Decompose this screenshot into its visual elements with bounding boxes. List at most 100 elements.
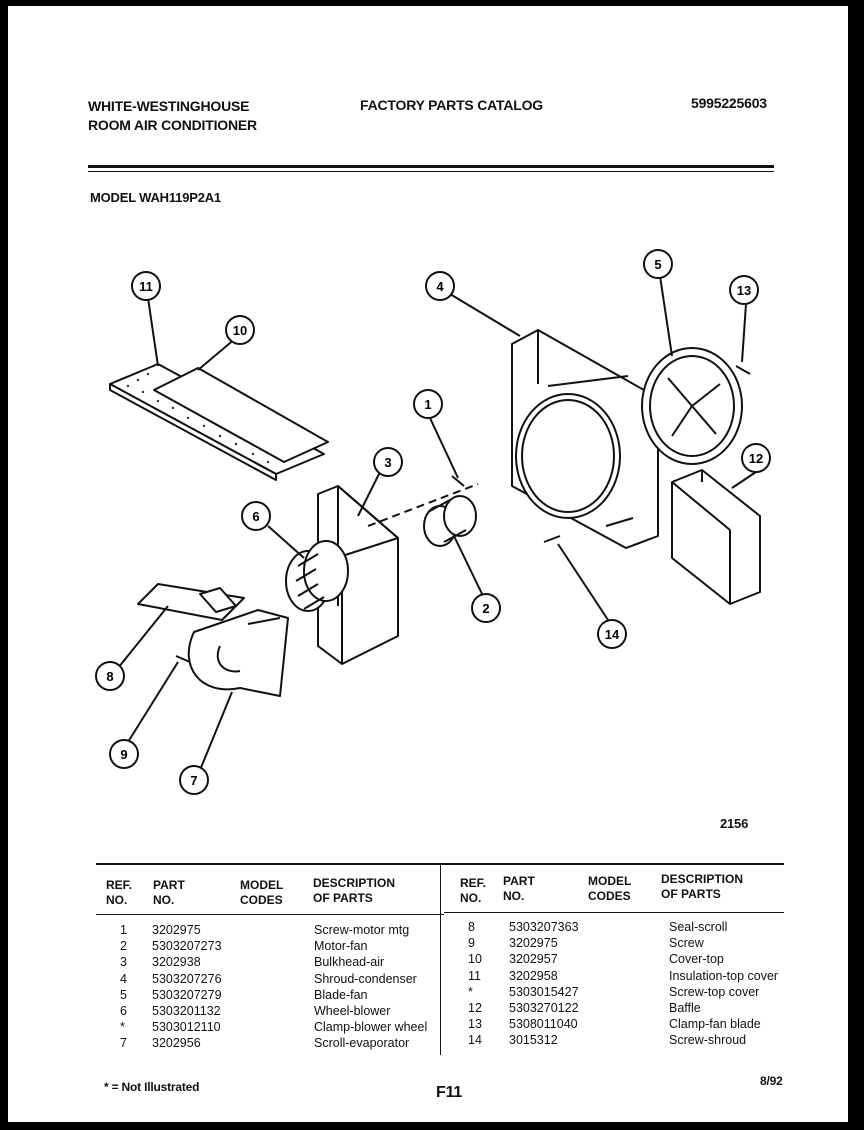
header-rule-right (444, 912, 784, 913)
bulkhead-air-drawing (317, 485, 399, 665)
svg-text:6: 6 (252, 509, 259, 524)
motor-fan-drawing (423, 495, 477, 547)
left_rows-ref: 3 (120, 955, 127, 970)
right_rows-desc: Baffle (669, 1001, 701, 1015)
left_rows-part: 3202938 (152, 955, 201, 970)
blower-wheel-drawing (285, 540, 349, 612)
svg-text:8: 8 (106, 669, 113, 684)
right_rows-desc: Cover-top (669, 952, 724, 967)
left_rows-part: 5303207279 (152, 987, 222, 1002)
callout-3: 3 (373, 447, 403, 477)
page-number: F11 (436, 1084, 463, 1101)
left_rows-part: 5303201132 (152, 1004, 221, 1018)
svg-text:3: 3 (384, 455, 391, 470)
left_rows-part: 5303207276 (152, 971, 222, 986)
header-rule-left (96, 914, 444, 915)
callout-12: 12 (741, 443, 771, 473)
svg-text:14: 14 (605, 627, 620, 642)
figure-code: 2156 (720, 816, 749, 831)
baffle-drawing (671, 469, 761, 605)
right_rows-ref: * (468, 984, 473, 999)
callout-14: 14 (597, 619, 627, 649)
shroud-condenser-drawing (511, 329, 659, 549)
callout-11: 11 (131, 271, 161, 301)
svg-text:1: 1 (424, 397, 431, 412)
svg-text:10: 10 (233, 323, 247, 338)
left_rows-desc: Shroud-condenser (314, 971, 417, 986)
left_rows-desc: Clamp-blower wheel (314, 1020, 428, 1035)
svg-text:11: 11 (139, 279, 153, 294)
svg-text:2: 2 (482, 601, 489, 616)
cover-top-drawing (153, 367, 329, 463)
blade-fan-drawing (641, 347, 743, 465)
callout-6: 6 (241, 501, 271, 531)
right_rows-part: 5303270122 (509, 1001, 579, 1015)
callout-2: 2 (471, 593, 501, 623)
scroll-evaporator-drawing (187, 609, 289, 697)
left_rows-ref: 1 (120, 923, 127, 937)
right_rows-part: 3202958 (509, 968, 558, 983)
right_rows-part: 3202957 (509, 952, 558, 967)
right_rows-ref: 12 (468, 1001, 482, 1015)
callout-8: 8 (95, 661, 125, 691)
header-ref: REF.NO. (106, 878, 133, 907)
right_rows-desc: Screw-shroud (669, 1033, 747, 1048)
left_rows-desc: Blade-fan (314, 987, 368, 1002)
callout-13: 13 (729, 275, 759, 305)
right_rows-ref: 14 (468, 1033, 482, 1048)
table-rule-top (96, 863, 784, 865)
svg-text:7: 7 (190, 773, 197, 788)
right_rows-part: 5308011040 (509, 1017, 578, 1032)
left_rows-part: 5303207273 (152, 939, 222, 954)
svg-text:12: 12 (749, 451, 763, 466)
svg-text:5: 5 (654, 257, 661, 272)
right_rows-desc: Insulation-top cover (669, 968, 779, 983)
right_rows-part: 3202975 (509, 936, 558, 951)
left_rows-desc: Motor-fan (314, 939, 368, 954)
right_rows-ref: 13 (468, 1017, 482, 1032)
screw-shroud-drawing (543, 535, 561, 543)
svg-text:4: 4 (436, 279, 444, 294)
right_rows-ref: 8 (468, 920, 475, 934)
footnote: * = Not Illustrated (104, 1080, 200, 1094)
right_rows-desc: Seal-scroll (669, 920, 728, 934)
left_rows-desc: Wheel-blower (314, 1004, 391, 1018)
right_rows-desc: Clamp-fan blade (669, 1017, 761, 1032)
parts-catalog-sheet: WHITE-WESTINGHOUSE ROOM AIR CONDITIONER … (8, 6, 848, 1122)
header-ref-right: REF.NO. (460, 876, 487, 905)
svg-text:9: 9 (120, 747, 127, 762)
brand-line-1: WHITE-WESTINGHOUSE (88, 98, 250, 114)
right_rows-part: 3015312 (509, 1033, 558, 1048)
clamp-fan-blade-drawing (735, 365, 751, 375)
brand-line-2: ROOM AIR CONDITIONER (88, 117, 257, 133)
left_rows-ref: * (120, 1020, 125, 1035)
svg-text:13: 13 (737, 283, 751, 298)
left_rows-ref: 7 (120, 1036, 127, 1051)
callout-1: 1 (413, 389, 443, 419)
exploded-parts-diagram: 1 2 3 4 5 6 7 8 9 10 11 12 13 14 (95, 249, 771, 795)
screw-motor-mtg-drawing (451, 475, 465, 487)
left_rows-desc: Screw-motor mtg (314, 923, 410, 937)
left_rows-ref: 5 (120, 987, 127, 1002)
header-rule-top (88, 165, 774, 168)
callout-5: 5 (643, 249, 673, 279)
right_rows-ref: 9 (468, 936, 475, 951)
callout-7: 7 (179, 765, 209, 795)
left_rows-ref: 4 (120, 971, 127, 986)
callout-4: 4 (425, 271, 455, 301)
right_rows-ref: 10 (468, 952, 482, 967)
catalog-title: FACTORY PARTS CATALOG (360, 97, 543, 113)
revision-date: 8/92 (760, 1074, 783, 1088)
left_rows-part: 3202956 (152, 1036, 201, 1051)
right_rows-desc: Screw (669, 936, 704, 951)
left_rows-ref: 2 (120, 939, 127, 954)
right_rows-ref: 11 (468, 968, 481, 983)
right_rows-part: 5303207363 (509, 920, 579, 934)
left_rows-desc: Bulkhead-air (314, 955, 385, 970)
left_rows-part: 3202975 (152, 923, 201, 937)
header-rule-bottom (88, 171, 774, 172)
screw-drawing (175, 655, 191, 663)
